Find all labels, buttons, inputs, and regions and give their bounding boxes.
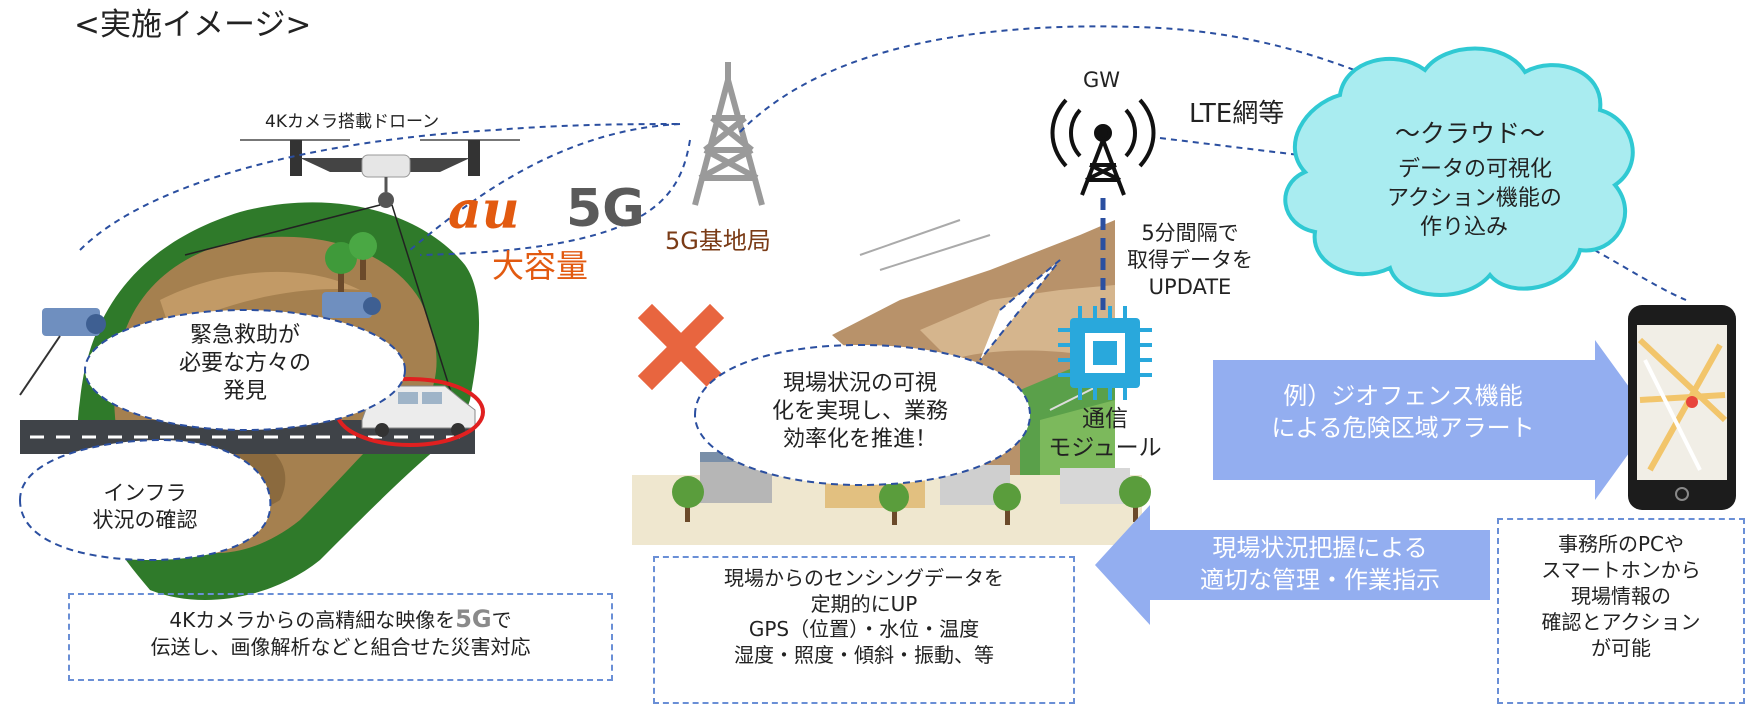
- module-label: 通信 モジュール: [1040, 405, 1170, 464]
- instruction-arrow-label: 現場状況把握による 適切な管理・作業指示: [1150, 532, 1490, 597]
- drone-icon: [240, 139, 520, 208]
- arrow-line: 例）ジオフェンス機能: [1283, 382, 1523, 410]
- middle-caption-line: 湿度・照度・傾斜・振動、等: [734, 642, 994, 667]
- bubble-line: 緊急救助が: [189, 323, 300, 348]
- right-caption-line: 確認とアクション: [1541, 610, 1701, 634]
- rescue-bubble-text: 緊急救助が 必要な方々の 発見: [145, 322, 345, 406]
- update-note-line: 取得データを: [1127, 247, 1253, 272]
- smartphone-icon: [1628, 305, 1736, 510]
- left-caption: 4Kカメラからの高精細な映像を5Gで 伝送し、画像解析などと組合せた災害対応: [68, 604, 613, 660]
- capacity-label: 大容量: [492, 247, 589, 285]
- cloud-line-3: 作り込み: [1420, 215, 1509, 240]
- lte-label: LTE網等: [1189, 99, 1285, 129]
- left-caption-line-2: 伝送し、画像解析などと組合せた災害対応: [150, 634, 531, 659]
- bubble-line: 化を実現し、業務: [771, 399, 948, 425]
- connection-lines: [79, 25, 1687, 301]
- arrow-line: 現場状況把握による: [1212, 534, 1428, 562]
- bubble-line: 発見: [222, 379, 267, 405]
- update-note-line: 5分間隔で: [1141, 221, 1239, 245]
- bubble-line: 現場状況の可視: [782, 371, 937, 396]
- bubble-line: 状況の確認: [92, 507, 198, 532]
- infra-bubble-text: インフラ 状況の確認: [55, 480, 235, 534]
- update-note: 5分間隔で 取得データを UPDATE: [1120, 220, 1260, 301]
- middle-caption-line: 定期的にUP: [810, 591, 918, 616]
- module-label-line: 通信: [1082, 406, 1128, 432]
- middle-caption-line: 現場からのセンシングデータを: [724, 566, 1004, 590]
- speech-bubbles: [18, 259, 1061, 562]
- alert-arrow-label: 例）ジオフェンス機能 による危険区域アラート: [1213, 380, 1593, 445]
- cloud-line-2: アクション機能の: [1387, 186, 1562, 211]
- car-icon: [361, 385, 476, 437]
- communication-chip-icon: [1058, 306, 1152, 400]
- au-logo: au: [448, 178, 520, 245]
- middle-caption-line: GPS（位置）・水位・温度: [748, 617, 980, 642]
- left-caption-post: で: [491, 608, 512, 632]
- right-caption-line: が可能: [1591, 636, 1651, 660]
- visual-bubble-text: 現場状況の可視 化を実現し、業務 効率化を推進！: [755, 370, 965, 454]
- au-5g-label: 5G: [566, 179, 645, 239]
- page-title: <実施イメージ>: [74, 7, 312, 43]
- left-caption-line-1: 4Kカメラからの高精細な映像を5Gで: [68, 604, 613, 635]
- left-caption-box: [68, 593, 613, 681]
- alert-arrow[interactable]: [1213, 340, 1653, 500]
- security-camera-icon: [19, 308, 106, 396]
- middle-caption-box: [653, 556, 1075, 704]
- drone-label: 4Kカメラ搭載ドローン: [265, 112, 440, 132]
- right-caption-line: スマートホンから: [1541, 558, 1701, 582]
- right-caption-line: 事務所のPCや: [1557, 532, 1685, 556]
- left-caption-5g: 5G: [455, 605, 492, 633]
- cloud-shape: [1283, 46, 1635, 297]
- instruction-arrow[interactable]: [1095, 505, 1490, 625]
- gateway-antenna-icon: [1050, 98, 1156, 196]
- right-caption: 事務所のPCや スマートホンから 現場情報の 確認とアクション が可能: [1497, 531, 1745, 661]
- right-caption-line: 現場情報の: [1571, 584, 1671, 608]
- cross-icon: [637, 303, 725, 391]
- update-note-line: UPDATE: [1148, 274, 1232, 299]
- right-caption-box: [1497, 518, 1745, 704]
- gateway-label: GW: [1083, 68, 1121, 92]
- bubble-line: 必要な方々の: [178, 351, 311, 377]
- left-caption-pre: 4Kカメラからの高精細な映像を: [169, 608, 456, 632]
- cloud-title: ～クラウド～: [1395, 119, 1546, 148]
- arrow-line: による危険区域アラート: [1271, 414, 1535, 443]
- security-camera-icon: [322, 292, 381, 318]
- middle-caption: 現場からのセンシングデータを 定期的にUP GPS（位置）・水位・温度 湿度・照…: [653, 566, 1075, 668]
- base-station-label: 5G基地局: [665, 227, 771, 255]
- bubble-line: インフラ: [103, 481, 187, 505]
- arrow-line: 適切な管理・作業指示: [1200, 566, 1440, 595]
- cloud-line-1: データの可視化: [1398, 157, 1553, 182]
- module-label-line: モジュール: [1048, 435, 1162, 462]
- base-station-tower-icon: [692, 62, 765, 206]
- au-brand: au: [448, 180, 520, 241]
- bubble-line: 効率化を推進！: [782, 427, 937, 453]
